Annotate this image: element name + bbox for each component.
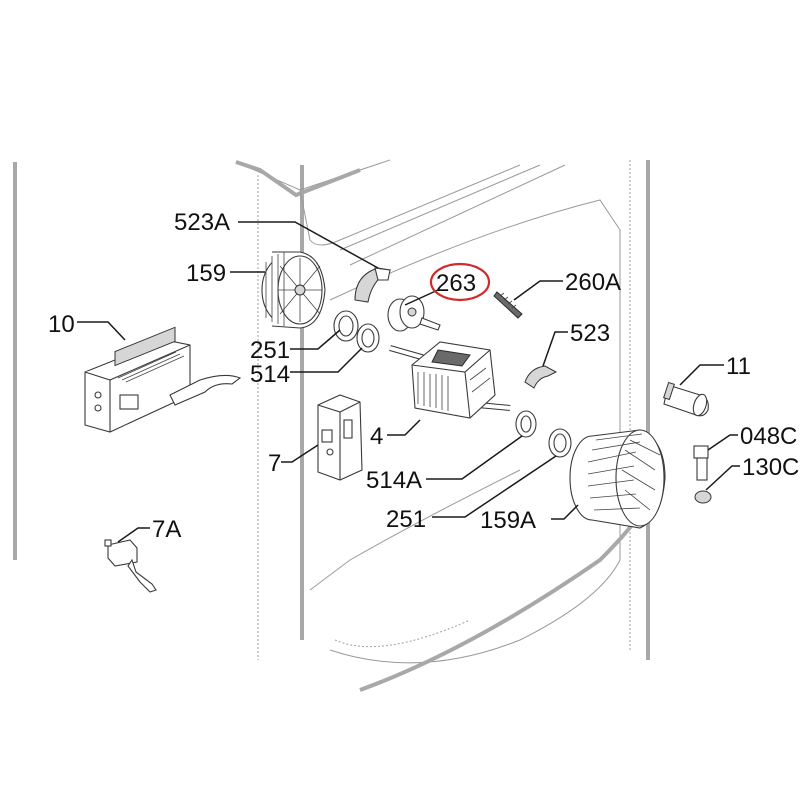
highlight-circle xyxy=(429,262,491,302)
label-514[interactable]: 514 xyxy=(250,361,290,388)
label-11[interactable]: 11 xyxy=(726,353,751,380)
label-7A[interactable]: 7A xyxy=(152,516,181,543)
label-523A[interactable]: 523A xyxy=(174,209,230,236)
bushing-part[interactable] xyxy=(356,323,380,353)
tension-spring-part[interactable] xyxy=(493,291,523,319)
drum-fan-impeller-part[interactable] xyxy=(261,251,326,329)
part-labels: 523A 159 263 260A 523 10 251 514 11 4 7 … xyxy=(48,209,799,543)
label-251-upper[interactable]: 251 xyxy=(250,337,290,364)
ntc-sensor-part[interactable] xyxy=(693,445,709,481)
label-251-lower[interactable]: 251 xyxy=(386,506,426,533)
microswitch-part[interactable] xyxy=(104,539,157,593)
seal-ring-upper-part[interactable] xyxy=(333,310,359,342)
label-4[interactable]: 4 xyxy=(370,423,383,450)
bearing-bracket-front-part[interactable] xyxy=(354,267,392,303)
label-263[interactable]: 263 xyxy=(436,270,476,297)
bearing-bracket-rear-part[interactable] xyxy=(524,365,558,389)
capacitor-part[interactable] xyxy=(663,381,709,417)
label-523[interactable]: 523 xyxy=(570,320,610,347)
bushing-rear-part[interactable] xyxy=(515,410,537,438)
label-048C[interactable]: 048C xyxy=(740,423,797,450)
blower-fan-wheel-part[interactable] xyxy=(569,429,666,529)
label-260A[interactable]: 260A xyxy=(565,269,621,296)
label-159A[interactable]: 159A xyxy=(480,507,536,534)
label-10[interactable]: 10 xyxy=(48,311,75,338)
grommet-part[interactable] xyxy=(694,490,712,504)
electronic-module-part[interactable] xyxy=(84,326,242,433)
door-lock-switch-part[interactable] xyxy=(317,394,363,481)
label-159[interactable]: 159 xyxy=(186,260,226,287)
label-130C[interactable]: 130C xyxy=(742,454,799,481)
label-514A[interactable]: 514A xyxy=(366,467,422,494)
motor-part[interactable] xyxy=(389,341,511,419)
leader-lines xyxy=(77,221,740,543)
label-7[interactable]: 7 xyxy=(268,450,281,477)
seal-ring-lower-part[interactable] xyxy=(548,428,572,458)
